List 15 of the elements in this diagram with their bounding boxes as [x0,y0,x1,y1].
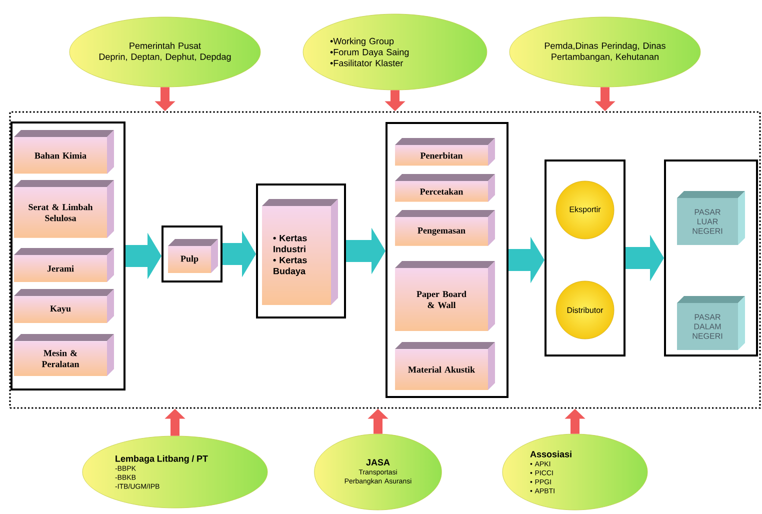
dotted-frame [9,111,761,409]
block: Mesin & Peralatan [14,334,114,376]
block: PASAR DALAM NEGERI [677,296,745,350]
block: Jerami [14,248,114,282]
block: Serat & Limbah Selulosa [14,180,114,238]
block: Pulp [168,239,218,273]
block: • Kertas Industri • Kertas Budaya [262,199,338,305]
block: Bahan Kimia [14,130,114,174]
block: Kayu [14,289,114,323]
block: Material Akustik [395,342,495,390]
block: PASAR LUAR NEGERI [677,191,745,245]
block: Penerbitan [395,138,495,166]
block: Pengemasan [395,210,495,246]
block: Percetakan [395,174,495,202]
block: Paper Board & Wall [395,261,495,331]
